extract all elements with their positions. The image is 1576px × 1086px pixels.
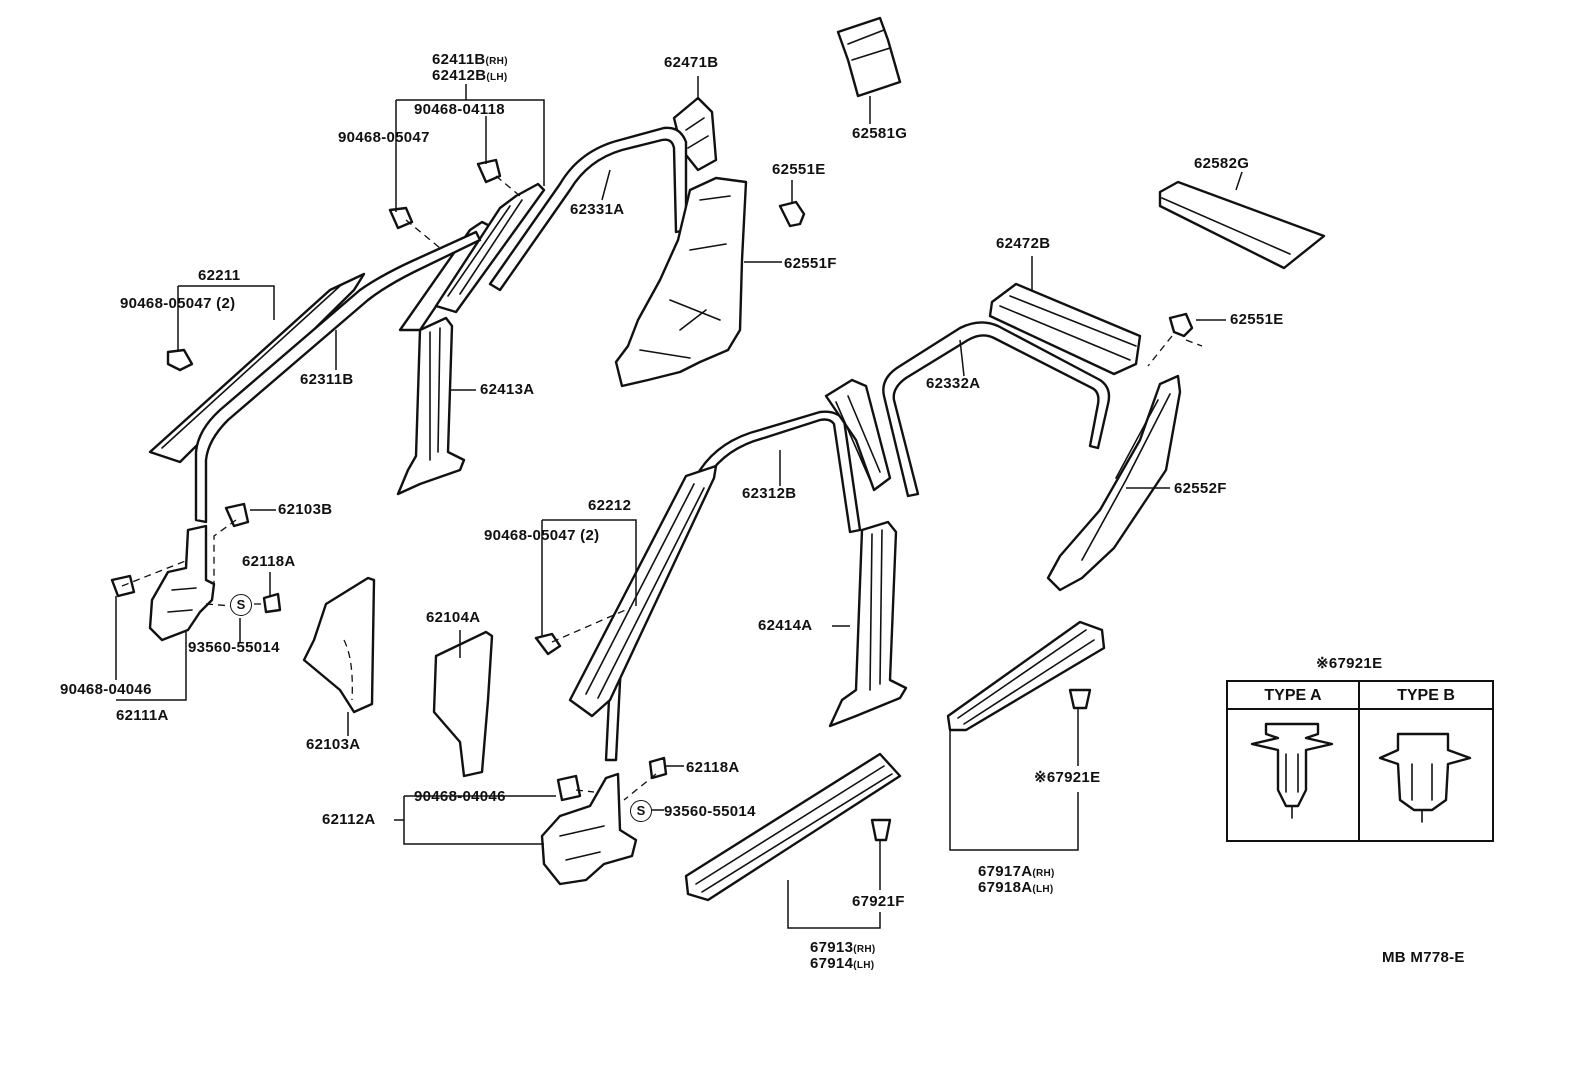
clip-type-table: TYPE A TYPE B (1226, 680, 1494, 842)
part-62103a (302, 576, 376, 714)
label-62551f: 62551F (784, 255, 837, 272)
part-62212 (568, 464, 718, 718)
type-table-divider (1358, 682, 1360, 840)
label-62414a: 62414A (758, 617, 813, 634)
part-62551f (614, 176, 748, 388)
label-62118a-left: 62118A (242, 553, 296, 570)
part-62118a-mid (648, 756, 668, 780)
part-62582g (1158, 180, 1326, 270)
part-90468-05047-mid (534, 632, 562, 656)
part-67917a (946, 620, 1106, 732)
label-67921e-box: ※67921E (1316, 655, 1383, 672)
label-93560-55014-mid: 93560-55014 (664, 803, 756, 820)
label-67921e-star: ※67921E (1034, 769, 1101, 786)
label-62552f: 62552F (1174, 480, 1227, 497)
part-62311b (148, 230, 482, 524)
part-62414a (828, 520, 908, 728)
label-62118a-mid: 62118A (686, 759, 740, 776)
part-62103b (224, 502, 250, 528)
label-62212: 62212 (588, 497, 632, 514)
label-62111a: 62111A (116, 707, 169, 724)
label-62103a: 62103A (306, 736, 361, 753)
document-code: MB M778-E (1382, 949, 1465, 966)
label-62311b: 62311B (300, 371, 354, 388)
clip-type-b-drawing (1378, 732, 1472, 823)
part-62551e-right (1168, 312, 1194, 338)
label-62581g: 62581G (852, 125, 908, 142)
part-62581g (836, 16, 902, 98)
label-67918a: 67918A(LH) (978, 879, 1054, 896)
part-62111a (148, 524, 216, 642)
label-62472b: 62472B (996, 235, 1051, 252)
part-90468-04118 (476, 158, 502, 184)
part-62118a-left (262, 592, 282, 614)
part-62552f (1046, 374, 1182, 592)
label-67913: 67913(RH) (810, 939, 876, 956)
part-62332a (882, 321, 1111, 498)
part-90468-05047-top (388, 206, 414, 230)
label-90468-05047-2b: 90468-05047 (2) (484, 527, 600, 544)
label-62582g: 62582G (1194, 155, 1250, 172)
label-62312b: 62312B (742, 485, 797, 502)
part-90468-05047-left (166, 348, 194, 372)
label-62411b: 62411B(RH) (432, 51, 508, 68)
type-b-header: TYPE B (1360, 682, 1492, 710)
label-62211: 62211 (198, 267, 241, 284)
part-67921f (870, 818, 892, 842)
clip-type-a-drawing (1250, 722, 1334, 819)
label-67917a: 67917A(RH) (978, 863, 1055, 880)
leader-lines (115, 76, 1243, 929)
label-62332a: 62332A (926, 375, 981, 392)
label-62103b: 62103B (278, 501, 333, 518)
label-62412b: 62412B(LH) (432, 67, 508, 84)
s-symbol-left: S (230, 594, 252, 616)
label-93560-55014-left: 93560-55014 (188, 639, 280, 656)
label-90468-05047-top: 90468-05047 (338, 129, 430, 146)
label-62331a: 62331A (570, 201, 625, 218)
part-62551e-top (778, 200, 806, 228)
part-62472b (988, 282, 1142, 376)
part-62413a (396, 316, 466, 496)
label-62551e-right: 62551E (1230, 311, 1284, 328)
part-62331a (488, 126, 688, 292)
part-90468-04046-mid (556, 774, 582, 802)
label-90468-04118: 90468-04118 (414, 101, 505, 118)
label-67921f: 67921F (852, 893, 905, 910)
label-90468-05047-2a: 90468-05047 (2) (120, 295, 236, 312)
label-67914: 67914(LH) (810, 955, 875, 972)
label-62551e-top: 62551E (772, 161, 826, 178)
s-symbol-mid: S (630, 800, 652, 822)
part-67921e (1068, 688, 1092, 710)
part-62112a (540, 772, 638, 886)
label-62104a: 62104A (426, 609, 481, 626)
label-90468-04046-left: 90468-04046 (60, 681, 152, 698)
attachment-lines (121, 175, 1203, 801)
label-62112a: 62112A (322, 811, 376, 828)
label-62413a: 62413A (480, 381, 535, 398)
part-67913 (684, 752, 902, 902)
label-62471b: 62471B (664, 54, 719, 71)
type-a-header: TYPE A (1228, 682, 1360, 710)
label-90468-04046-mid: 90468-04046 (414, 788, 506, 805)
part-62104a (432, 630, 494, 778)
